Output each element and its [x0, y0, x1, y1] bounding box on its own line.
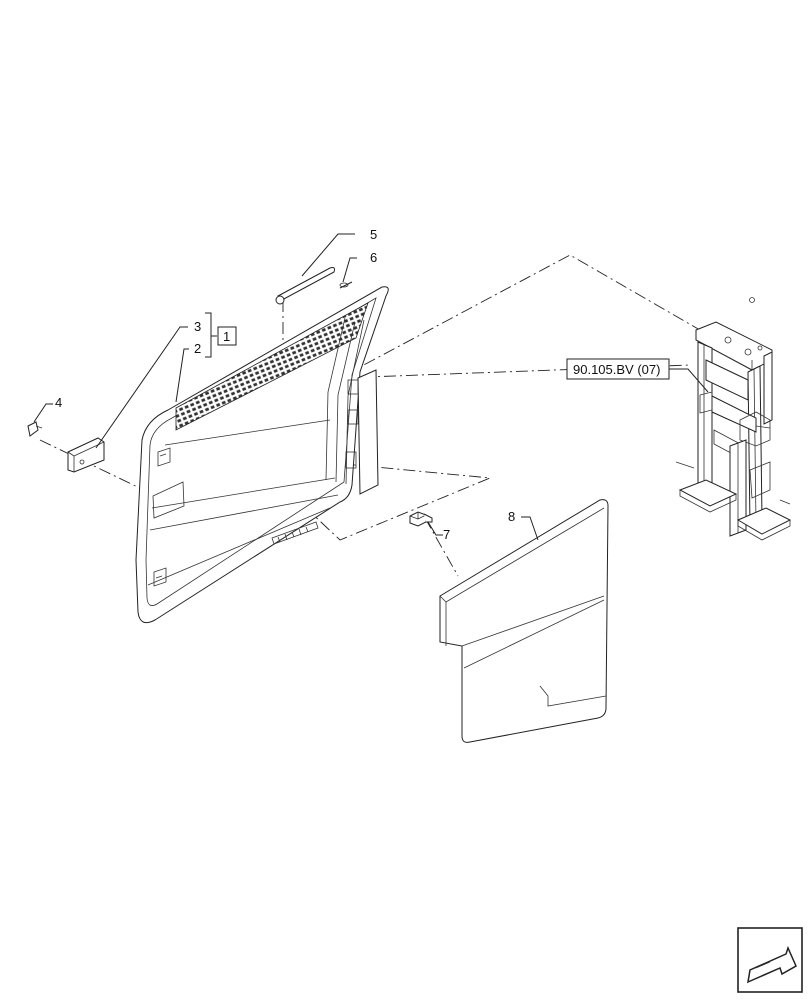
bolt — [409, 511, 433, 527]
reference-box[interactable] — [566, 358, 670, 380]
handle-rod — [275, 267, 335, 305]
callout-8: 8 — [508, 509, 515, 524]
side-panel-assembly — [135, 286, 389, 624]
callout-4: 4 — [55, 395, 62, 410]
reference-link[interactable]: 90.105.BV (07) — [566, 358, 670, 380]
mounting-frame — [675, 297, 792, 541]
callout-3: 3 — [194, 319, 201, 334]
arrow-back-icon[interactable] — [737, 927, 803, 993]
callout-6: 6 — [370, 250, 377, 265]
callout-7: 7 — [443, 527, 450, 542]
retaining-pin — [339, 281, 353, 289]
callout-1-box — [217, 326, 237, 346]
latch-block — [67, 437, 105, 473]
callout-labels: 5 6 3 2 1 4 7 8 — [55, 227, 515, 542]
reference-label[interactable]: 90.105.BV (07) — [573, 362, 660, 377]
callout-5: 5 — [370, 227, 377, 242]
callout-1: 1 — [223, 329, 230, 344]
callout-2: 2 — [194, 341, 201, 356]
leader-lines — [33, 233, 709, 541]
insulation-pad — [439, 499, 609, 743]
clip-fastener — [27, 421, 43, 437]
